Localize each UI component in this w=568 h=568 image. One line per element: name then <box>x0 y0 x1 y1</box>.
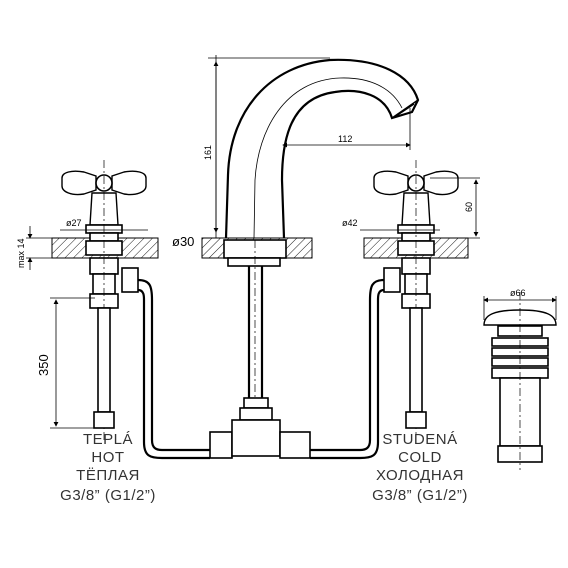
cold-valve <box>373 160 459 440</box>
hot-label: TEPLÁ HOT ТЁПЛАЯ G3/8” (G1/2”) <box>60 431 156 504</box>
hot-label-ru: ТЁПЛАЯ <box>76 467 140 484</box>
dim-handle-height: 60 <box>464 202 474 212</box>
cold-label-cz: STUDENÁ <box>382 431 457 448</box>
hot-label-thread: G3/8” (G1/2”) <box>60 487 156 504</box>
hot-label-cz: TEPLÁ <box>83 431 133 448</box>
cold-label-en: COLD <box>398 449 442 466</box>
dim-handle-base-right: ø42 <box>342 218 358 228</box>
dim-hose-length: 350 <box>36 354 51 376</box>
cold-label-ru: ХОЛОДНАЯ <box>376 467 464 484</box>
dimension-lines <box>26 55 557 429</box>
dim-spout-reach: 112 <box>338 134 352 144</box>
dim-drain-diameter: ø66 <box>510 288 526 298</box>
cold-label: STUDENÁ COLD ХОЛОДНАЯ G3/8” (G1/2”) <box>372 431 468 504</box>
dim-spout-height: 161 <box>203 145 213 160</box>
drain-assembly <box>483 292 557 470</box>
cold-label-thread: G3/8” (G1/2”) <box>372 487 468 504</box>
hot-valve <box>61 160 147 440</box>
spout <box>223 58 420 267</box>
center-pipe <box>239 240 273 421</box>
dim-handle-base-left: ø27 <box>66 218 82 228</box>
dim-max-thickness: max 14 <box>16 238 26 268</box>
connecting-pipes <box>137 278 385 460</box>
hot-label-en: HOT <box>91 449 124 466</box>
dim-deck-hole: ø30 <box>172 234 194 249</box>
